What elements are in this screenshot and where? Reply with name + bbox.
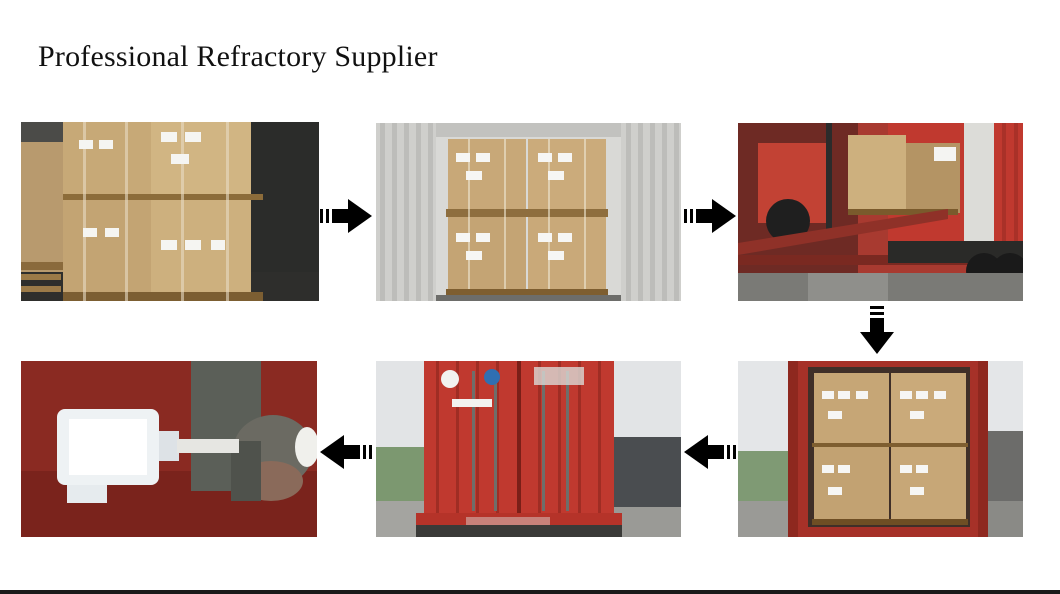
photo-container-closed-rear-doors: [376, 361, 681, 537]
photo-container-interior-loaded: [376, 123, 681, 301]
photo-container-loaded-doors-open: [738, 361, 1023, 537]
arrow-right-icon: [320, 199, 372, 233]
photo-warehouse-pallets: [21, 122, 319, 301]
photo-forklift-loading-container-truck: [738, 123, 1023, 301]
arrow-down-icon: [860, 306, 894, 354]
arrow-left-icon: [684, 435, 736, 469]
bottom-divider: [0, 590, 1060, 594]
slide-title: Professional Refractory Supplier: [38, 40, 438, 73]
photo-container-seal-lock: [21, 361, 317, 537]
arrow-left-icon: [320, 435, 372, 469]
arrow-right-icon: [684, 199, 736, 233]
